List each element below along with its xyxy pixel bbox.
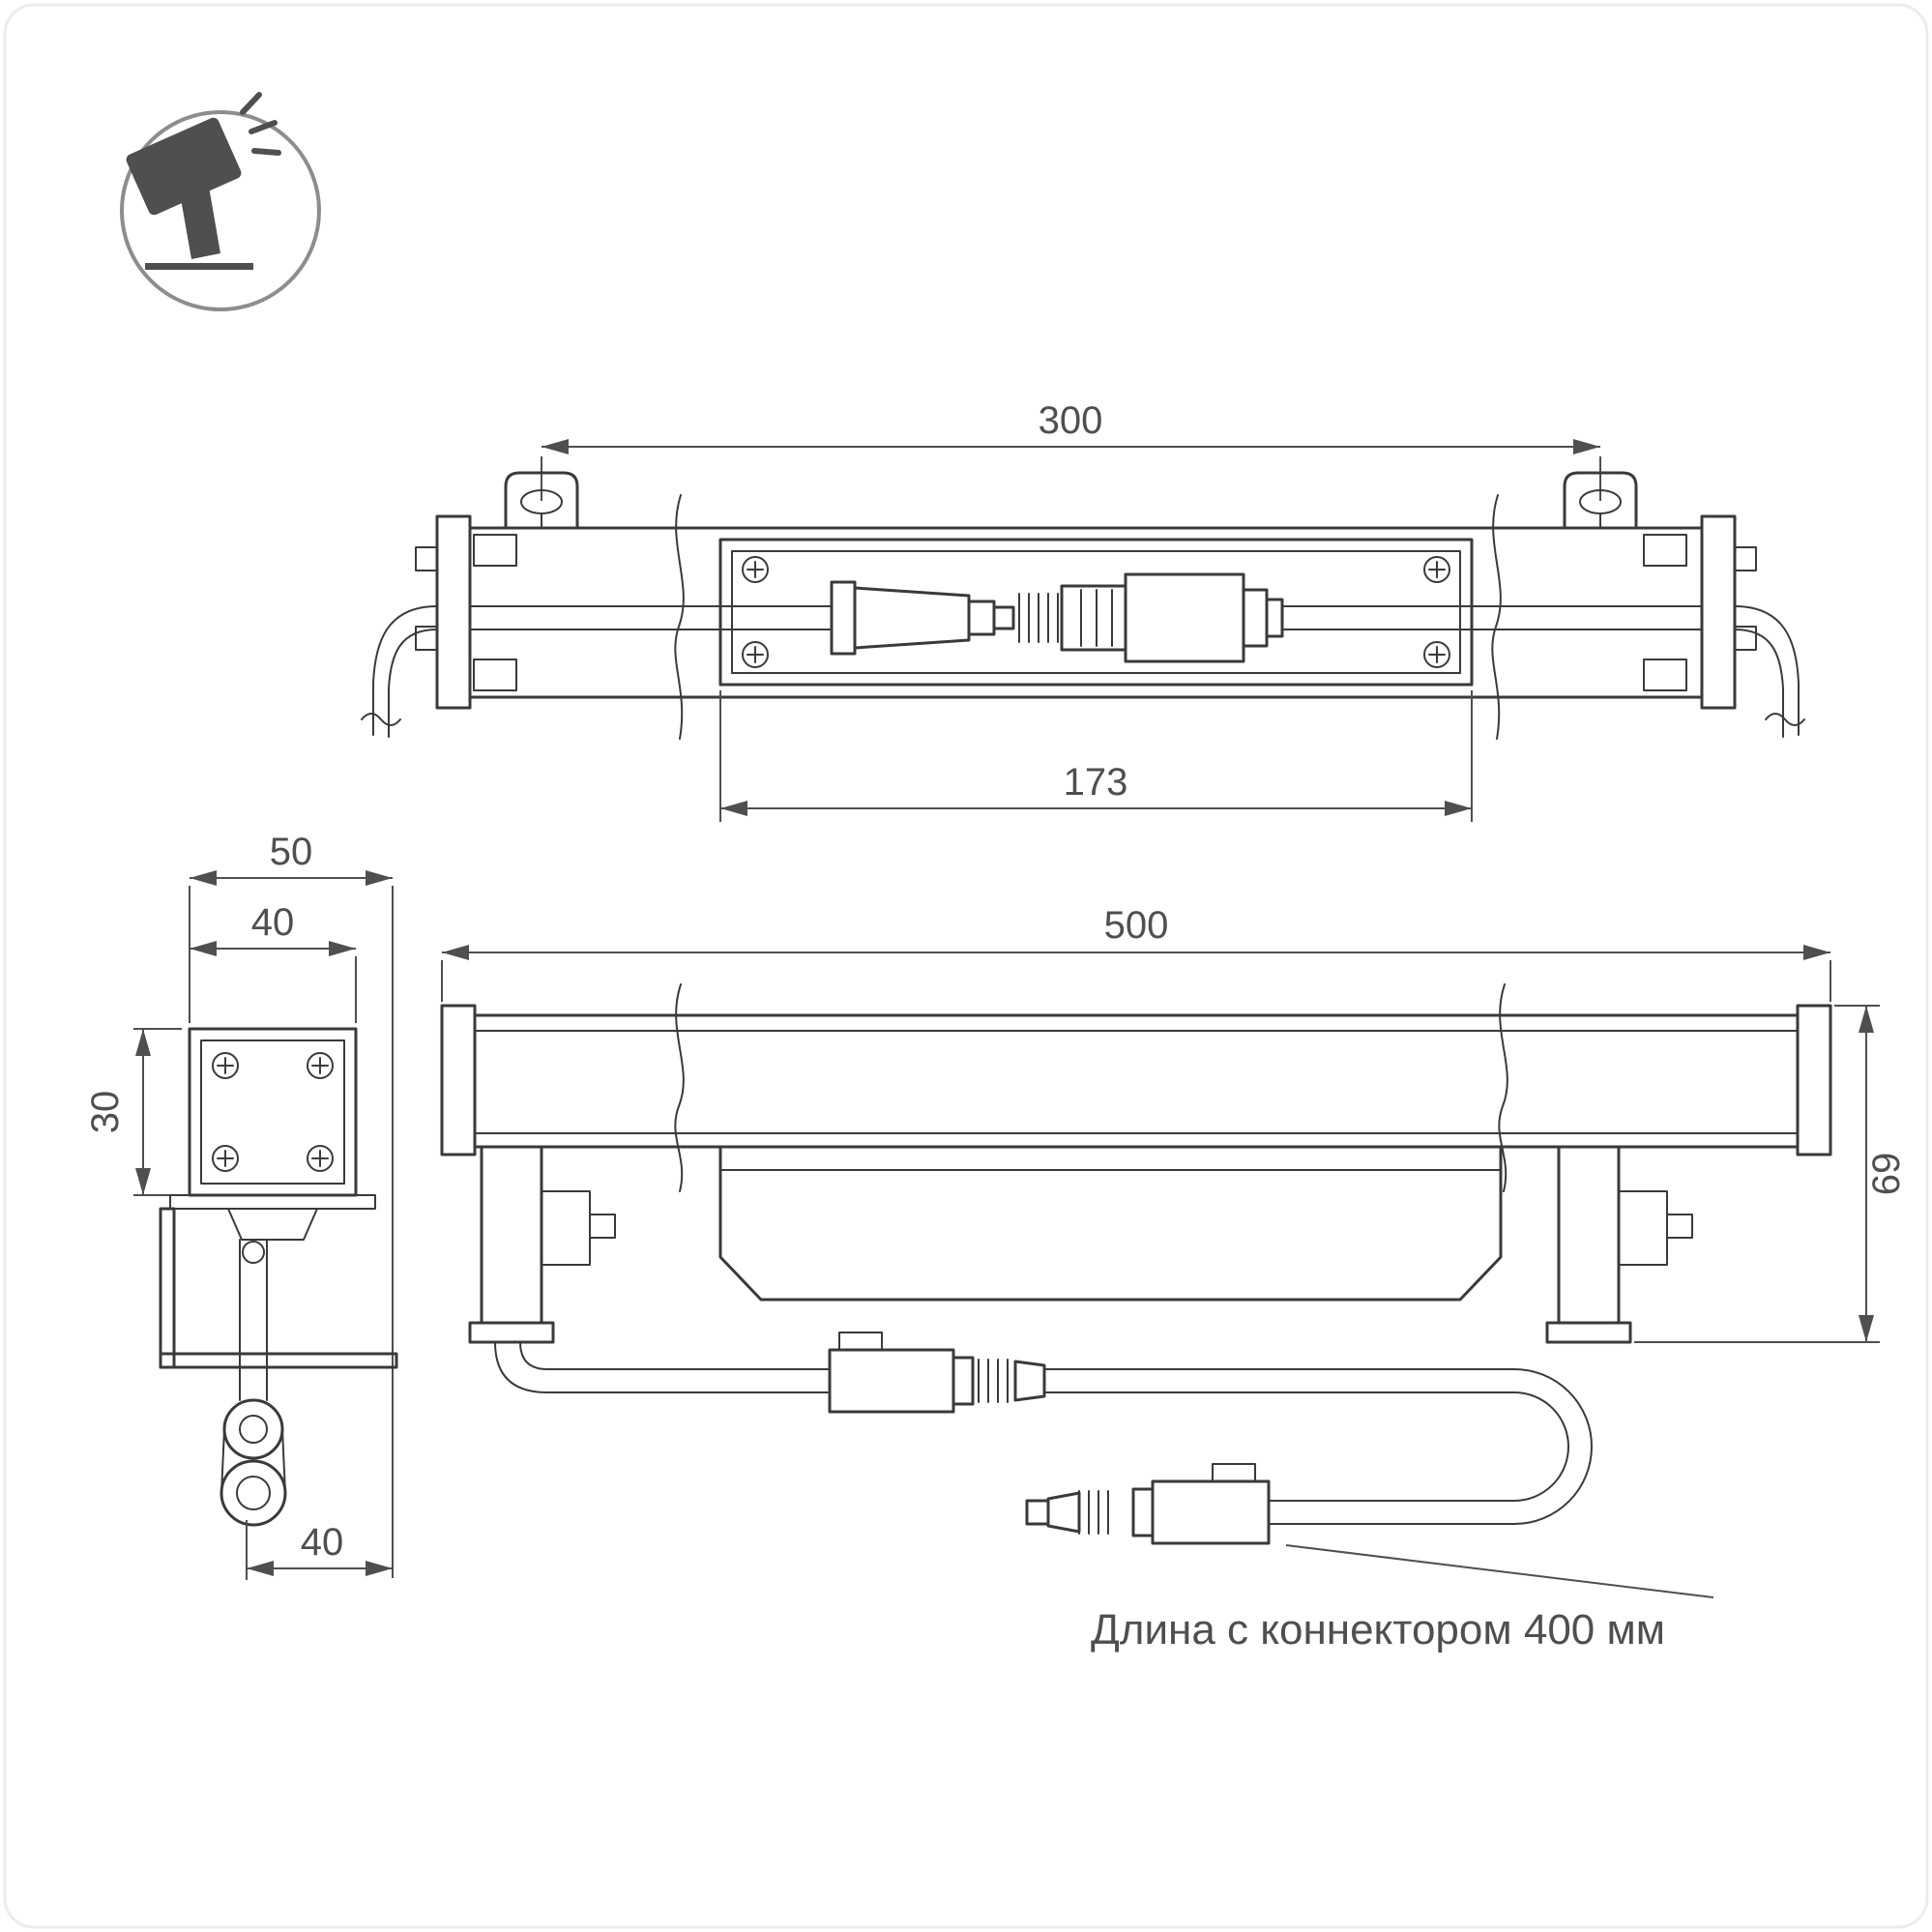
screw-icon xyxy=(1423,556,1450,583)
side-view: 50 40 30 xyxy=(84,831,398,1580)
dim-overall-300: 300 xyxy=(541,399,1601,501)
connector-pair-top xyxy=(830,572,1284,663)
cable-top-view xyxy=(361,605,1805,738)
screw-icon xyxy=(307,1145,334,1172)
mounting-bracket-left-top xyxy=(504,471,579,530)
mounting-bracket-left-front xyxy=(468,1145,616,1344)
break-line xyxy=(674,983,685,1192)
dim-body-height-30: 30 xyxy=(84,1028,182,1196)
page-frame xyxy=(3,3,1929,1929)
dim-length-500: 500 xyxy=(441,904,1831,1002)
screw-icon xyxy=(307,1052,334,1079)
channel-window xyxy=(718,538,1474,687)
dim-label-300: 300 xyxy=(1039,399,1103,442)
front-view: 500 xyxy=(440,904,1908,1654)
driver-housing xyxy=(718,1145,1503,1302)
dim-label-30: 30 xyxy=(84,1091,127,1134)
icon-lamp-body xyxy=(126,117,253,270)
dim-label-69: 69 xyxy=(1865,1153,1908,1196)
screw-icon xyxy=(1423,641,1450,668)
note-leader-line xyxy=(1285,1544,1714,1598)
cable-length-note: Длина с коннектором 400 мм xyxy=(1091,1606,1665,1654)
icon-light-rays xyxy=(240,92,281,156)
fixture-body-front xyxy=(440,1004,1832,1156)
dim-label-500: 500 xyxy=(1104,904,1169,947)
cable-front-view xyxy=(494,1341,1593,1525)
dim-body-width-40: 40 xyxy=(190,901,357,1023)
connector-pair-front-1 xyxy=(828,1332,1046,1414)
dim-label-50: 50 xyxy=(270,831,313,873)
fixture-body-top xyxy=(415,514,1757,710)
bracket-side xyxy=(159,1207,398,1369)
screw-icon xyxy=(742,641,769,668)
mounting-bracket-right-front xyxy=(1545,1145,1693,1344)
dim-outer-50: 50 xyxy=(189,831,394,1578)
dim-height-69: 69 xyxy=(1634,1005,1908,1343)
dim-label-40-bottom: 40 xyxy=(301,1521,344,1564)
mounting-bracket-right-top xyxy=(1563,471,1638,530)
screw-icon xyxy=(212,1052,239,1079)
screw-icon xyxy=(742,556,769,583)
break-line xyxy=(1498,983,1508,1192)
fixture-body-side xyxy=(169,1027,376,1210)
break-line xyxy=(1491,494,1502,740)
dim-label-173: 173 xyxy=(1064,761,1128,804)
top-view: 300 xyxy=(361,399,1805,822)
dim-foot-40: 40 xyxy=(246,1520,393,1580)
dim-window-173: 173 xyxy=(719,690,1473,822)
connector-pair-front-2 xyxy=(1025,1463,1271,1545)
break-line xyxy=(674,494,685,740)
floodlight-icon xyxy=(120,92,321,311)
screw-icon xyxy=(212,1145,239,1172)
dim-label-40-top: 40 xyxy=(251,901,295,944)
cable-side-view xyxy=(220,1239,287,1527)
